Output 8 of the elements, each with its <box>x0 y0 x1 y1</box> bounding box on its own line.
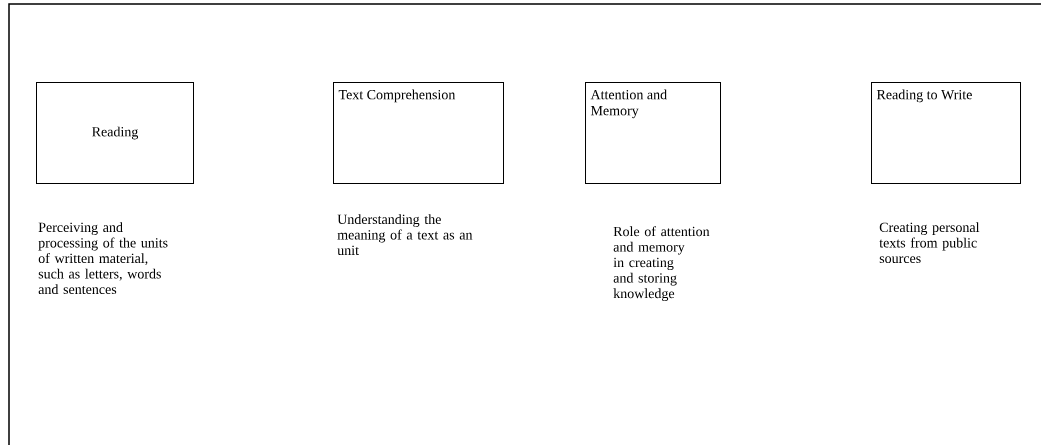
concept-box: Reading <box>36 82 194 184</box>
description-text: Understanding the meaning of a text as an unit <box>337 214 473 256</box>
description-text: Role of attention and memory in creating and storing knowledge <box>613 226 710 302</box>
description-text: Perceiving and processing of the units of written material, such as letters, words and sentences <box>38 222 168 295</box>
description-text: Creating personal texts from public sources <box>879 222 980 264</box>
concept-box: Attention and Memory <box>585 82 721 184</box>
concept-box: Reading to Write <box>871 82 1021 184</box>
concept-box: Text Comprehension <box>333 82 504 184</box>
